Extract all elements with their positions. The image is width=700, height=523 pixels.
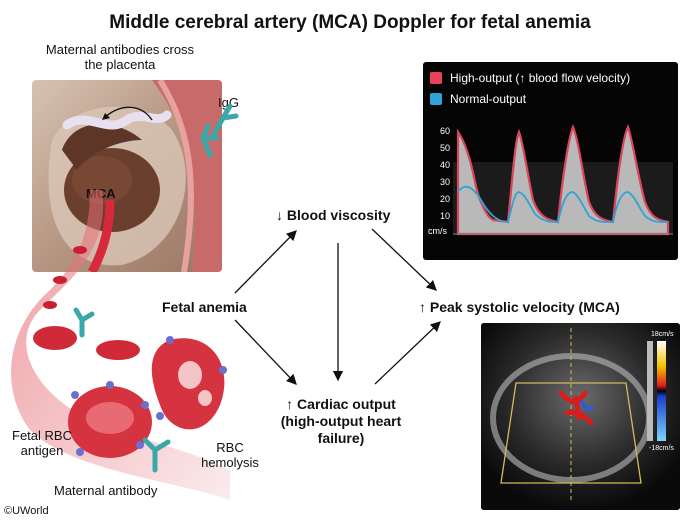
doppler-waveform-panel: High-output (↑ blood flow velocity) Norm… <box>423 62 678 260</box>
red-cell <box>43 301 57 309</box>
igg-label: IgG <box>218 95 239 110</box>
maternal-antibody-icon <box>73 307 171 473</box>
red-cell <box>33 326 77 350</box>
red-cell <box>53 276 67 284</box>
antigen-dots <box>71 336 227 456</box>
color-doppler-ultrasound: 18cm/s -18cm/s <box>481 323 680 510</box>
ultrasound-image <box>481 323 680 510</box>
fetal-rbc-center <box>86 402 134 434</box>
y-tick-label: 60 <box>439 126 450 136</box>
arrow-viscosity-to-psv <box>371 228 437 291</box>
y-tick-label: 30 <box>439 177 450 187</box>
copyright-label: ©UWorld <box>4 505 49 517</box>
vessel-body <box>11 190 230 500</box>
fetus-placenta-illustration <box>32 80 222 272</box>
blood-vessel-art <box>11 190 230 500</box>
legend-swatch-normal-output <box>430 93 442 105</box>
doppler-waveform <box>453 124 673 236</box>
y-tick-label: 10 <box>439 211 450 221</box>
color-flow-red <box>558 390 594 426</box>
legend-swatch-high-output <box>430 72 442 84</box>
fetus-head-highlight <box>72 156 132 204</box>
fetus-placenta-art <box>48 80 222 272</box>
high-output-waveform <box>456 124 670 236</box>
igg-antibody-2 <box>200 123 219 158</box>
scale-bottom-label: -18cm/s <box>649 445 674 452</box>
arrow-cardiac-to-psv <box>374 321 441 385</box>
fetus-body <box>62 123 142 170</box>
normal-output-waveform <box>457 185 669 223</box>
color-flow-blue <box>579 399 595 411</box>
scale-top-label: 18cm/s <box>651 331 674 338</box>
doppler-sample-box <box>500 382 642 484</box>
placenta-edge <box>157 80 194 272</box>
y-tick-label: 40 <box>439 160 450 170</box>
rbc-hemolysis-label: RBC hemolysis <box>201 440 259 470</box>
rbc-hole <box>198 390 212 406</box>
y-unit-label: cm/s <box>428 226 447 236</box>
transfer-arrowhead <box>102 113 110 120</box>
legend-label-high-output: High-output (↑ blood flow velocity) <box>450 71 631 85</box>
igg-antibody-icons <box>200 103 239 158</box>
fetal-anemia-node: Fetal anemia <box>162 299 247 315</box>
red-cell <box>73 246 87 254</box>
arrow-anemia-to-viscosity <box>234 230 297 294</box>
mca-vessel <box>88 199 115 272</box>
velocity-color-bar <box>657 341 666 441</box>
y-tick-label: 20 <box>439 194 450 204</box>
red-cell <box>96 340 140 360</box>
umbilical-cord <box>62 110 172 130</box>
blood-viscosity-node: ↓ Blood viscosity <box>276 207 391 223</box>
arrow-anemia-to-cardiac <box>234 319 297 385</box>
y-tick-label: 50 <box>439 143 450 153</box>
gray-scale-bar <box>647 341 653 441</box>
igg-antibody-1 <box>211 103 239 137</box>
transfer-arrow <box>103 106 153 121</box>
maternal-antibody-label: Maternal antibody <box>54 483 158 498</box>
maternal-antibodies-label: Maternal antibodies cross the placenta <box>45 42 195 72</box>
rbc-hole <box>178 361 202 389</box>
fetal-rbc-antigen-label: Fetal RBC antigen <box>12 428 72 458</box>
cardiac-output-node: ↑ Cardiac output (high-output heart fail… <box>280 396 402 446</box>
legend-label-normal-output: Normal-output <box>450 92 527 106</box>
peak-systolic-velocity-node: ↑ Peak systolic velocity (MCA) <box>419 299 620 315</box>
page-title: Middle cerebral artery (MCA) Doppler for… <box>109 12 591 33</box>
